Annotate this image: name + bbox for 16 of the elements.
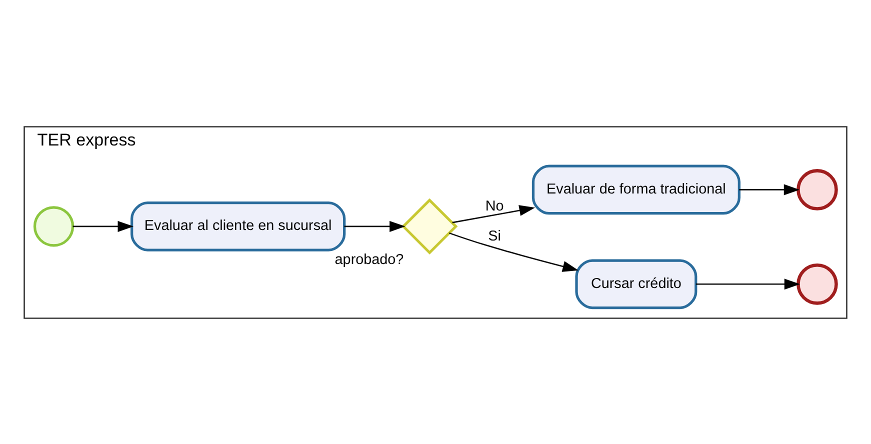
edge-label: No [485,198,504,214]
node-box: Evaluar de forma tradicional [532,164,740,214]
node-diamond [402,198,458,254]
arrow [72,220,134,232]
node-box: Cursar crédito [575,258,698,309]
node-circle [796,168,838,210]
arrow [739,184,800,195]
arrow [449,232,578,272]
node-circle [796,263,838,304]
node-label: aprobado? [334,252,404,268]
node-box: Evaluar al cliente en sucursal [130,201,346,251]
arrow [344,220,406,232]
node-circle [33,206,74,246]
arrow [452,204,536,223]
arrow [696,278,800,290]
edge-label: Si [488,228,501,244]
